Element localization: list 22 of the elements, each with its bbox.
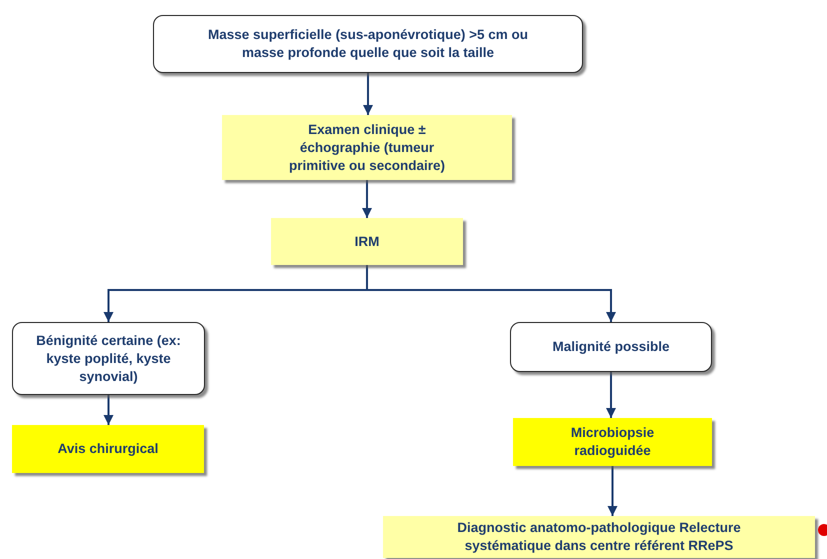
process-box [271,218,463,265]
process-box [383,516,815,558]
process-box [12,425,204,473]
box-text: Avis chirurgical [58,440,158,458]
box-text: Malignité possible [552,338,670,356]
rounded-box [12,322,205,395]
box-text: Microbiopsie radioguidée [570,424,656,460]
box-text: Examen clinique ± échographie (tumeur primitive ou secondaire) [288,120,446,174]
arrow [606,372,616,418]
box-text: Masse superficielle (sus-aponévrotique) >5 cm ou masse profonde quelle que soit la taille [207,26,529,62]
box-text: IRM [354,232,380,250]
arrow [362,180,372,218]
arrow [366,265,616,322]
process-box [222,115,512,180]
process-box [513,418,712,466]
rounded-box [153,15,583,73]
rounded-box [510,322,712,372]
arrow [104,395,114,425]
box-text: Diagnostic anatomo-pathologique Relecture systématique dans centre référent RRePS [456,519,742,555]
box-text: Bénignité certaine (ex: kyste poplité, kyste synovial) [35,332,182,386]
arrow [608,466,618,516]
arrow [363,73,373,115]
